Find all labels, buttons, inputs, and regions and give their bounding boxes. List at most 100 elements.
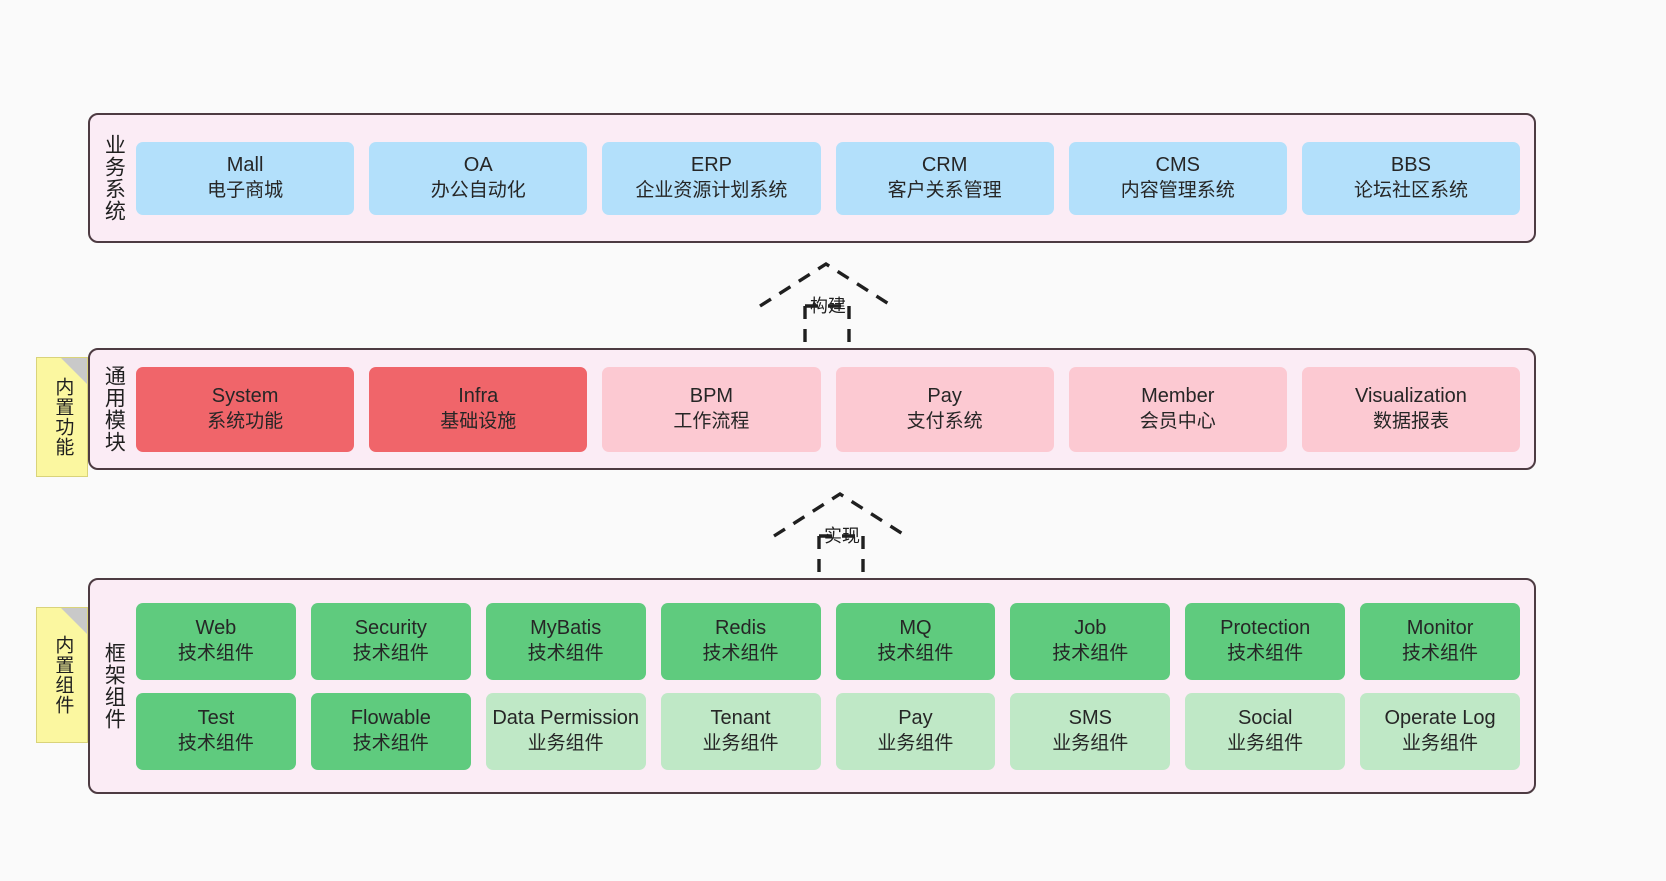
sticky-note-builtin-features: 内置功能 bbox=[36, 357, 88, 477]
node-title: Monitor bbox=[1406, 617, 1474, 640]
node-title: Test bbox=[197, 707, 235, 730]
node-subtitle: 技术组件 bbox=[1052, 642, 1129, 664]
node-subtitle: 客户关系管理 bbox=[887, 179, 1002, 201]
node-subtitle: 电子商城 bbox=[207, 179, 284, 201]
framework-row-business: Test 技术组件 Flowable 技术组件 Data Permission … bbox=[136, 692, 1520, 770]
node-subtitle: 内容管理系统 bbox=[1120, 179, 1235, 201]
node-test[interactable]: Test 技术组件 bbox=[136, 692, 296, 770]
node-title: BBS bbox=[1390, 154, 1431, 177]
node-title: MQ bbox=[899, 617, 932, 640]
arrow-shaft bbox=[817, 534, 865, 576]
node-subtitle: 技术组件 bbox=[1402, 642, 1479, 664]
layer-body-common-modules: System 系统功能 Infra 基础设施 BPM 工作流程 Pay 支付系统… bbox=[136, 350, 1534, 468]
node-title: Pay bbox=[898, 707, 933, 730]
layer-business-systems: 业务系统 Mall 电子商城 OA 办公自动化 ERP 企业资源计划系统 CRM… bbox=[88, 113, 1536, 243]
node-subtitle: 技术组件 bbox=[702, 642, 779, 664]
node-mybatis[interactable]: MyBatis 技术组件 bbox=[485, 602, 646, 680]
node-title: System bbox=[211, 385, 279, 408]
node-subtitle: 论坛社区系统 bbox=[1353, 179, 1468, 201]
arrow-shaft bbox=[803, 304, 851, 346]
node-title: OA bbox=[463, 154, 493, 177]
node-erp[interactable]: ERP 企业资源计划系统 bbox=[602, 141, 821, 215]
node-cms[interactable]: CMS 内容管理系统 bbox=[1068, 141, 1287, 215]
node-job[interactable]: Job 技术组件 bbox=[1010, 602, 1171, 680]
node-title: Mall bbox=[226, 154, 264, 177]
node-subtitle: 技术组件 bbox=[352, 732, 429, 754]
node-visualization[interactable]: Visualization 数据报表 bbox=[1301, 366, 1521, 452]
sticky-note-builtin-components: 内置组件 bbox=[36, 607, 88, 743]
node-title: Infra bbox=[458, 385, 499, 408]
arrowhead-open-triangle bbox=[759, 261, 893, 308]
node-sms[interactable]: SMS 业务组件 bbox=[1010, 692, 1171, 770]
node-infra[interactable]: Infra 基础设施 bbox=[369, 366, 588, 452]
node-redis[interactable]: Redis 技术组件 bbox=[660, 602, 821, 680]
node-title: Protection bbox=[1220, 617, 1311, 640]
node-crm[interactable]: CRM 客户关系管理 bbox=[835, 141, 1054, 215]
connector-build: 构建 bbox=[758, 260, 898, 346]
node-subtitle: 系统功能 bbox=[207, 410, 284, 432]
node-data-permission[interactable]: Data Permission 业务组件 bbox=[485, 692, 646, 770]
node-title: Data Permission bbox=[492, 707, 640, 730]
node-subtitle: 业务组件 bbox=[1227, 732, 1304, 754]
node-subtitle: 技术组件 bbox=[527, 642, 604, 664]
layer-title-common-modules: 通用模块 bbox=[102, 365, 126, 453]
layer-title-business-systems: 业务系统 bbox=[102, 134, 126, 222]
page-fold-icon bbox=[61, 358, 87, 384]
node-title: MyBatis bbox=[530, 617, 602, 640]
node-subtitle: 企业资源计划系统 bbox=[635, 179, 788, 201]
node-security[interactable]: Security 技术组件 bbox=[310, 602, 471, 680]
node-bpm[interactable]: BPM 工作流程 bbox=[602, 366, 821, 452]
node-flowable[interactable]: Flowable 技术组件 bbox=[310, 692, 471, 770]
node-pay-component[interactable]: Pay 业务组件 bbox=[835, 692, 996, 770]
node-subtitle: 技术组件 bbox=[352, 642, 429, 664]
node-bbs[interactable]: BBS 论坛社区系统 bbox=[1301, 141, 1521, 215]
node-title: SMS bbox=[1068, 707, 1112, 730]
node-subtitle: 业务组件 bbox=[1052, 732, 1129, 754]
layer-framework-components: 框架组件 Web 技术组件 Security 技术组件 MyBatis 技术组件… bbox=[88, 578, 1536, 794]
connector-label-implement: 实现 bbox=[824, 526, 860, 546]
framework-row-tech: Web 技术组件 Security 技术组件 MyBatis 技术组件 Redi… bbox=[136, 602, 1520, 680]
node-protection[interactable]: Protection 技术组件 bbox=[1185, 602, 1346, 680]
node-system[interactable]: System 系统功能 bbox=[136, 366, 355, 452]
arrowhead-open-triangle bbox=[773, 491, 907, 538]
node-monitor[interactable]: Monitor 技术组件 bbox=[1360, 602, 1520, 680]
connector-label-build: 构建 bbox=[810, 296, 846, 316]
node-subtitle: 办公自动化 bbox=[430, 179, 526, 201]
node-title: Visualization bbox=[1354, 385, 1467, 408]
connector-implement: 实现 bbox=[772, 490, 912, 576]
sticky-note-label: 内置功能 bbox=[52, 377, 74, 457]
node-subtitle: 技术组件 bbox=[877, 642, 954, 664]
node-title: Member bbox=[1141, 385, 1215, 408]
node-title: Social bbox=[1237, 707, 1293, 730]
node-social[interactable]: Social 业务组件 bbox=[1185, 692, 1346, 770]
node-title: Security bbox=[354, 617, 427, 640]
node-subtitle: 业务组件 bbox=[877, 732, 954, 754]
node-web[interactable]: Web 技术组件 bbox=[136, 602, 296, 680]
node-mall[interactable]: Mall 电子商城 bbox=[136, 141, 355, 215]
node-subtitle: 会员中心 bbox=[1139, 410, 1216, 432]
layer-common-modules: 通用模块 System 系统功能 Infra 基础设施 BPM 工作流程 Pay… bbox=[88, 348, 1536, 470]
node-title: BPM bbox=[689, 385, 734, 408]
node-member[interactable]: Member 会员中心 bbox=[1068, 366, 1287, 452]
node-subtitle: 技术组件 bbox=[1227, 642, 1304, 664]
node-oa[interactable]: OA 办公自动化 bbox=[369, 141, 588, 215]
node-subtitle: 技术组件 bbox=[177, 642, 254, 664]
node-subtitle: 数据报表 bbox=[1372, 410, 1449, 432]
node-title: Pay bbox=[927, 385, 962, 408]
node-mq[interactable]: MQ 技术组件 bbox=[835, 602, 996, 680]
node-subtitle: 业务组件 bbox=[527, 732, 604, 754]
node-title: CMS bbox=[1155, 154, 1200, 177]
node-pay-module[interactable]: Pay 支付系统 bbox=[835, 366, 1054, 452]
page-fold-icon bbox=[61, 608, 87, 634]
node-subtitle: 工作流程 bbox=[673, 410, 750, 432]
node-title: Job bbox=[1074, 617, 1107, 640]
node-title: Operate Log bbox=[1384, 707, 1496, 730]
node-operate-log[interactable]: Operate Log 业务组件 bbox=[1360, 692, 1520, 770]
node-title: Flowable bbox=[350, 707, 431, 730]
node-subtitle: 业务组件 bbox=[702, 732, 779, 754]
node-tenant[interactable]: Tenant 业务组件 bbox=[660, 692, 821, 770]
node-subtitle: 技术组件 bbox=[177, 732, 254, 754]
node-subtitle: 基础设施 bbox=[440, 410, 517, 432]
node-title: Tenant bbox=[710, 707, 771, 730]
